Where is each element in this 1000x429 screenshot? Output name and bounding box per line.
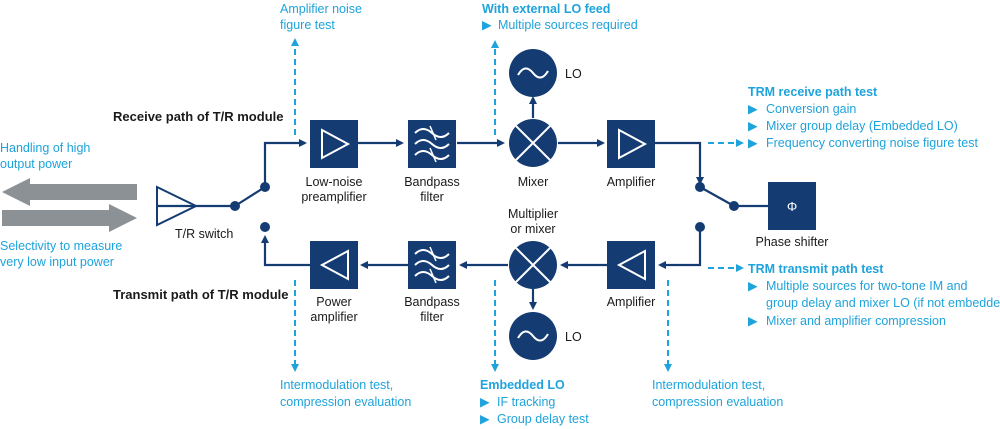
bandpass-filter-tx-block bbox=[408, 241, 456, 289]
mixer-tx-label-2: or mixer bbox=[510, 222, 555, 236]
lo-rx-oscillator-icon bbox=[509, 49, 557, 97]
bullet-icon: ▶ bbox=[482, 18, 492, 32]
svg-text:TRM transmit path test: TRM transmit path test bbox=[748, 262, 884, 276]
lna-label: Low-noise bbox=[306, 175, 363, 189]
svg-text:Intermodulation test,: Intermodulation test, bbox=[280, 378, 393, 392]
bandpass-filter-rx-block bbox=[408, 120, 456, 168]
lo-tx-label: LO bbox=[565, 330, 582, 344]
lo-rx-label: LO bbox=[565, 67, 582, 81]
bpf-tx-label-2: filter bbox=[420, 310, 444, 324]
mixer-tx-icon bbox=[509, 241, 557, 289]
amp-tx-label: Amplifier bbox=[607, 295, 656, 309]
bpf-rx-label-2: filter bbox=[420, 190, 444, 204]
amp-nf-test-note: Amplifier noise figure test bbox=[280, 2, 362, 32]
receive-path-title: Receive path of T/R module bbox=[113, 109, 283, 124]
svg-text:compression evaluation: compression evaluation bbox=[652, 395, 783, 409]
transmit-path-title: Transmit path of T/R module bbox=[113, 287, 289, 302]
amp-rx-label: Amplifier bbox=[607, 175, 656, 189]
bullet-icon: ▶ bbox=[748, 119, 758, 133]
phase-shifter-label: Phase shifter bbox=[756, 235, 829, 249]
bpf-tx-label: Bandpass bbox=[404, 295, 460, 309]
bullet-icon: ▶ bbox=[748, 136, 758, 150]
phase-symbol: Φ bbox=[787, 199, 797, 214]
im-amp-test-note: Intermodulation test, compression evalua… bbox=[652, 378, 783, 409]
low-noise-preamplifier-block bbox=[310, 120, 358, 168]
svg-text:Embedded LO: Embedded LO bbox=[480, 378, 565, 392]
tr-switch-icon bbox=[230, 182, 270, 232]
amplifier-tx-block bbox=[607, 241, 655, 289]
svg-text:Group delay test: Group delay test bbox=[497, 412, 589, 426]
input-power-arrow-icon bbox=[2, 204, 137, 232]
svg-text:Multiple sources for two-tone: Multiple sources for two-tone IM and bbox=[766, 279, 968, 293]
svg-text:very low input power: very low input power bbox=[0, 255, 114, 269]
mixer-rx-label: Mixer bbox=[518, 175, 549, 189]
svg-text:Intermodulation test,: Intermodulation test, bbox=[652, 378, 765, 392]
bullet-icon: ▶ bbox=[480, 412, 490, 426]
svg-text:Handling of high: Handling of high bbox=[0, 141, 90, 155]
ext-lo-test-note: With external LO feed ▶ Multiple sources… bbox=[482, 2, 638, 32]
bullet-icon: ▶ bbox=[748, 102, 758, 116]
svg-text:IF tracking: IF tracking bbox=[497, 395, 555, 409]
emb-lo-test-note: Embedded LO ▶ IF tracking ▶ Group delay … bbox=[480, 378, 589, 426]
svg-text:Conversion gain: Conversion gain bbox=[766, 102, 856, 116]
svg-text:With external LO feed: With external LO feed bbox=[482, 2, 610, 16]
phase-switch-icon bbox=[695, 182, 739, 232]
trm-rx-test-note: TRM receive path test ▶ Conversion gain … bbox=[748, 85, 978, 150]
lna-label-2: preamplifier bbox=[301, 190, 366, 204]
svg-text:Frequency converting noise fig: Frequency converting noise figure test bbox=[766, 136, 978, 150]
pa-label-2: amplifier bbox=[310, 310, 357, 324]
bullet-icon: ▶ bbox=[748, 279, 758, 293]
svg-text:Multiple sources required: Multiple sources required bbox=[498, 18, 638, 32]
bullet-icon: ▶ bbox=[748, 314, 758, 328]
svg-text:Mixer group delay (Embedded LO: Mixer group delay (Embedded LO) bbox=[766, 119, 958, 133]
svg-text:Amplifier noise: Amplifier noise bbox=[280, 2, 362, 16]
svg-text:TRM receive path test: TRM receive path test bbox=[748, 85, 878, 99]
bullet-icon: ▶ bbox=[480, 395, 490, 409]
amplifier-rx-block bbox=[607, 120, 655, 168]
svg-text:group delay and mixer LO (if n: group delay and mixer LO (if not embedde… bbox=[766, 296, 1000, 310]
tr-switch-antenna-icon bbox=[156, 185, 236, 227]
output-power-arrow-icon bbox=[2, 178, 137, 206]
pa-label: Power bbox=[316, 295, 351, 309]
svg-text:figure test: figure test bbox=[280, 18, 335, 32]
svg-text:output power: output power bbox=[0, 157, 72, 171]
low-power-note: Selectivity to measure very low input po… bbox=[0, 239, 122, 269]
svg-text:Selectivity to measure: Selectivity to measure bbox=[0, 239, 122, 253]
svg-text:compression evaluation: compression evaluation bbox=[280, 395, 411, 409]
trm-tx-test-note: TRM transmit path test ▶ Multiple source… bbox=[748, 262, 1000, 328]
im-pa-test-note: Intermodulation test, compression evalua… bbox=[280, 378, 411, 409]
lo-tx-oscillator-icon bbox=[509, 312, 557, 360]
phase-shifter-block: Φ bbox=[768, 182, 816, 230]
power-amplifier-block bbox=[310, 241, 358, 289]
tr-switch-label: T/R switch bbox=[175, 227, 233, 241]
mixer-rx-icon bbox=[509, 119, 557, 167]
svg-text:Mixer and amplifier compressio: Mixer and amplifier compression bbox=[766, 314, 946, 328]
mixer-tx-label: Multiplier bbox=[508, 207, 558, 221]
bpf-rx-label: Bandpass bbox=[404, 175, 460, 189]
high-power-note: Handling of high output power bbox=[0, 141, 90, 171]
